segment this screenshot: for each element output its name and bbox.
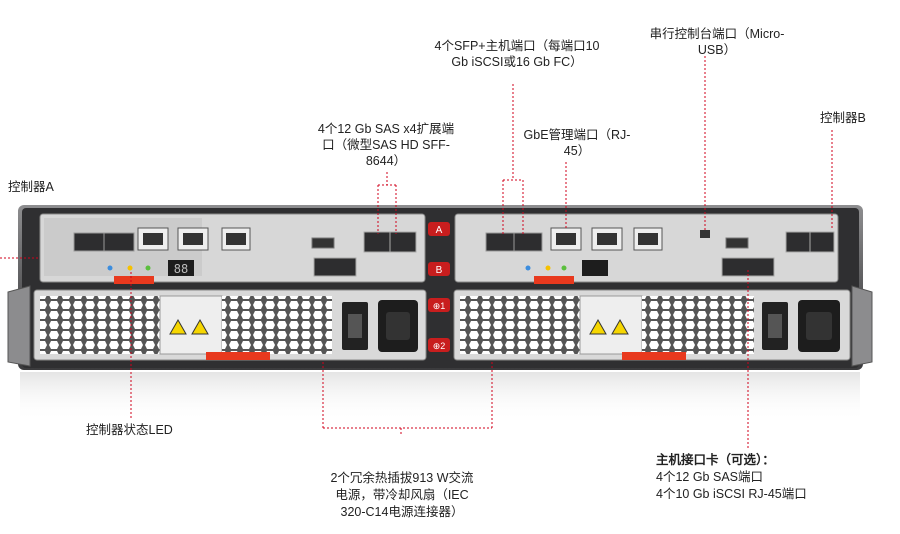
psu-label-panel: [159, 295, 223, 355]
label-line: 8644）: [365, 154, 407, 168]
label-line: 口（微型SAS HD SFF-: [322, 138, 450, 152]
label-sas-expansion: 4个12 Gb SAS x4扩展端 口（微型SAS HD SFF- 8644）: [300, 121, 472, 169]
leader-lines: [0, 56, 833, 448]
sfp-port: [513, 232, 543, 252]
status-led: [525, 265, 531, 271]
controller-a: 88: [39, 213, 426, 284]
usb-port: [725, 237, 749, 249]
sas-port: [785, 231, 811, 253]
release-latch[interactable]: [206, 352, 270, 360]
label-line: 电源，带冷却风扇（IEC: [335, 488, 469, 502]
label-line: 串行控制台端口（Micro-: [649, 27, 785, 41]
warning-icon: [191, 318, 209, 335]
release-latch[interactable]: [534, 276, 574, 284]
badge-psu2: ⊕2: [433, 341, 446, 351]
sas-port: [809, 231, 835, 253]
left-rack-ear: [7, 285, 31, 367]
status-led: [145, 265, 151, 271]
label-line: 320-C14电源连接器）: [340, 505, 464, 519]
label-psu: 2个冗余热插拔913 W交流 电源，带冷却风扇（IEC 320-C14电源连接器…: [322, 470, 482, 521]
label-host-interface-card: 主机接口卡（可选）： 4个12 Gb SAS端口 4个10 Gb iSCSI R…: [656, 452, 807, 503]
sas-port: [389, 231, 417, 253]
psu-label-panel: [579, 295, 643, 355]
power-supply-2: [453, 289, 851, 361]
release-latch[interactable]: [114, 276, 154, 284]
label-line: USB）: [697, 43, 737, 57]
sas-port: [313, 257, 357, 277]
sas-port: [363, 231, 391, 253]
label-line: Gb iSCSI或16 Gb FC）: [451, 55, 583, 69]
label-gbe-mgmt: GbE管理端口（RJ- 45）: [508, 127, 646, 159]
psu-vent: [460, 296, 580, 354]
label-controller-a: 控制器A: [8, 180, 54, 194]
psu-vent: [222, 296, 332, 354]
warning-icon: [611, 318, 629, 335]
label-line: 4个12 Gb SAS x4扩展端: [317, 122, 455, 136]
status-led: [127, 265, 133, 271]
label-line: GbE管理端口（RJ-: [523, 128, 631, 142]
psu-vent: [642, 296, 754, 354]
label-line: 2个冗余热插拔913 W交流: [330, 471, 474, 485]
label-line: 4个SFP+主机端口（每端口10: [434, 39, 600, 53]
badge-a: A: [436, 225, 443, 236]
psu-vent: [40, 296, 160, 354]
seven-segment-display: [168, 260, 194, 276]
badge-psu1: ⊕1: [433, 301, 446, 311]
status-led: [107, 265, 113, 271]
label-serial-console: 串行控制台端口（Micro- USB）: [634, 26, 800, 58]
seven-segment-value: 88: [174, 262, 188, 276]
sas-port: [721, 257, 775, 277]
seven-segment-display: [582, 260, 608, 276]
status-led: [545, 265, 551, 271]
center-badges: A B ⊕1 ⊕2: [428, 222, 450, 352]
sfp-port: [73, 232, 105, 252]
sfp-port: [485, 232, 515, 252]
status-led: [561, 265, 567, 271]
release-latch[interactable]: [622, 352, 686, 360]
usb-port: [311, 237, 335, 249]
hic-title: 主机接口卡（可选）：: [656, 453, 775, 467]
label-controller-led: 控制器状态LED: [86, 423, 173, 437]
label-sfp-host-ports: 4个SFP+主机端口（每端口10 Gb iSCSI或16 Gb FC）: [422, 38, 612, 70]
hic-line: 4个12 Gb SAS端口: [656, 470, 763, 484]
badge-b: B: [436, 265, 443, 276]
hic-line: 4个10 Gb iSCSI RJ-45端口: [656, 487, 807, 501]
warning-icon: [169, 318, 187, 335]
right-rack-ear: [851, 285, 873, 367]
floor-reflection: [20, 372, 860, 422]
sfp-port: [103, 232, 135, 252]
label-controller-b: 控制器B: [820, 111, 866, 125]
controller-b: [454, 213, 839, 284]
power-supply-1: [33, 289, 427, 361]
warning-icon: [589, 318, 607, 335]
serial-console-port: [700, 230, 710, 238]
label-line: 45）: [563, 144, 591, 158]
